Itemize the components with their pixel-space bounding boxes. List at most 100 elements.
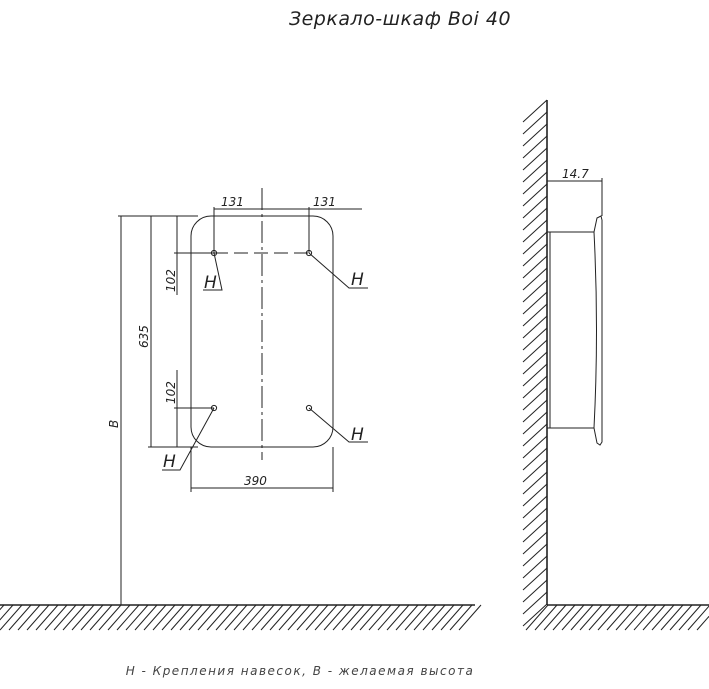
hatch-line (350, 604, 374, 631)
hatch-line (522, 351, 548, 375)
dim-102-bottom: 102 (164, 381, 178, 404)
hatch-line (522, 219, 548, 243)
hatch-line (522, 543, 548, 567)
hatch-line (522, 387, 548, 411)
hatch-line (8, 604, 32, 631)
hatch-line (633, 604, 657, 631)
hatch-line (522, 339, 548, 363)
hatch-line (522, 423, 548, 447)
dim-bottom-hole (174, 370, 214, 447)
wall-side (522, 99, 709, 631)
hatch-line (197, 604, 221, 631)
hatch-line (522, 279, 548, 303)
hatch-line (404, 604, 428, 631)
hatch-line (522, 507, 548, 531)
hatch-line (534, 604, 558, 631)
hatch-line (368, 604, 392, 631)
hatch-line (678, 604, 702, 631)
hatch-line (458, 604, 482, 631)
hatch-line (522, 195, 548, 219)
hatch-line (522, 303, 548, 327)
hatch-line (26, 604, 50, 631)
hatch-line (522, 591, 548, 615)
hatch-line (570, 604, 594, 631)
hatch-line (62, 604, 86, 631)
hatch-line (332, 604, 356, 631)
hatch-line (170, 604, 194, 631)
hatch-line (522, 447, 548, 471)
hatch-line (522, 255, 548, 279)
floor-front (0, 604, 482, 631)
dim-14-7: 14.7 (562, 167, 589, 181)
hatch-line (98, 604, 122, 631)
mirror-side-view (547, 215, 603, 446)
hatch-line (0, 604, 14, 621)
hatch-line (278, 604, 302, 631)
hatch-line (522, 459, 548, 483)
hatch-line (606, 604, 630, 631)
dim-635: 635 (137, 325, 151, 348)
dim-hole-offsets (213, 207, 362, 253)
hatch-line (522, 495, 548, 519)
hatch-line (35, 604, 59, 631)
hatch-line (287, 604, 311, 631)
hatch-line (413, 604, 437, 631)
hatch-line (597, 604, 621, 631)
hatch-line (522, 435, 548, 459)
hatch-line (522, 99, 548, 123)
hatch-line (588, 604, 612, 631)
hatch-line (314, 604, 338, 631)
dim-b: B (107, 420, 121, 428)
hatch-line (215, 604, 239, 631)
hatch-line (71, 604, 95, 631)
hatch-line (251, 604, 275, 631)
hatch-line (422, 604, 446, 631)
hatch-line (543, 604, 567, 631)
hatch-line (687, 605, 709, 631)
hatch-line (522, 159, 548, 183)
hatch-line (359, 604, 383, 631)
dim-width (190, 447, 334, 492)
hatch-line (522, 567, 548, 591)
hatch-line (522, 579, 548, 603)
hatch-line (0, 604, 5, 611)
hatch-line (522, 555, 548, 579)
hatch-line (449, 604, 473, 631)
hatch-line (386, 604, 410, 631)
hatch-line (89, 604, 113, 631)
hatch-line (323, 604, 347, 631)
hatch-line (624, 604, 648, 631)
hanger-label-bottom-left: H (163, 452, 176, 472)
hanger-label-top-right: H (351, 270, 364, 290)
hatch-line (431, 604, 455, 631)
hatch-line (522, 483, 548, 507)
hatch-line (179, 604, 203, 631)
hatch-line (522, 207, 548, 231)
hatch-line (522, 411, 548, 435)
hatch-line (44, 604, 68, 631)
dim-top-hole (174, 216, 214, 295)
hatch-line (80, 604, 104, 631)
hatch-line (522, 123, 548, 147)
hatch-line (305, 604, 329, 631)
hatch-line (17, 604, 41, 631)
hatch-line (561, 604, 585, 631)
hatch-line (377, 604, 401, 631)
hatch-line (188, 604, 212, 631)
dim-depth (547, 178, 603, 216)
hatch-line (522, 375, 548, 399)
drawing-title: Зеркало-шкаф Boi 40 (288, 8, 512, 30)
hatch-line (552, 604, 576, 631)
hatch-line (53, 604, 77, 631)
hatch-line (152, 604, 176, 631)
hatch-line (0, 604, 23, 631)
legend-note: H - Крепления навесок, B - желаемая высо… (125, 664, 475, 678)
hatch-line (522, 267, 548, 291)
hatch-line (161, 604, 185, 631)
hatch-line (206, 604, 230, 631)
hatch-line (579, 604, 603, 631)
hatch-line (143, 604, 167, 631)
hatch-line (522, 291, 548, 315)
hatch-line (522, 399, 548, 423)
hatch-line (651, 604, 675, 631)
